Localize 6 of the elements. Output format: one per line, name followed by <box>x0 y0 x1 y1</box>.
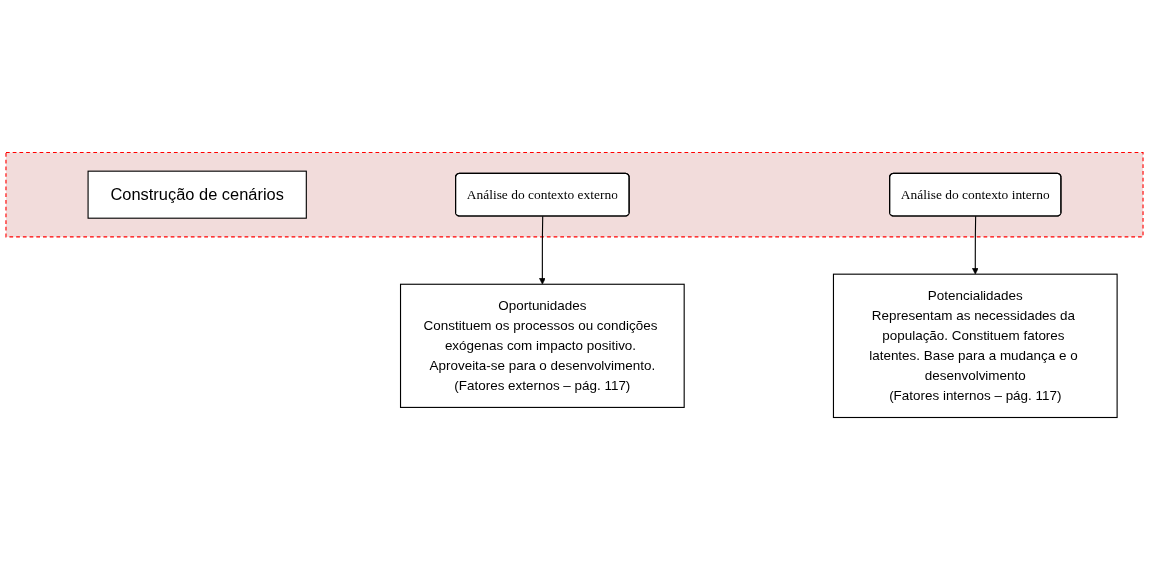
node-box: Potencialidades Representam as necessidades da população. Constituem fatores latentes. Base para a mudança e o desenvolvimento (Fatores internos – pág. 117) <box>832 273 1118 419</box>
node-box: Construção de cenários <box>87 170 307 219</box>
cluster <box>5 151 1144 238</box>
node-box: Oportunidades Constituem os processos ou condições exógenas com impacto positivo. Aproveita-se para o desenvolvimento. (Fatores externos – pág. 117) <box>399 283 685 408</box>
arrow <box>972 215 979 275</box>
arrow <box>539 215 546 285</box>
